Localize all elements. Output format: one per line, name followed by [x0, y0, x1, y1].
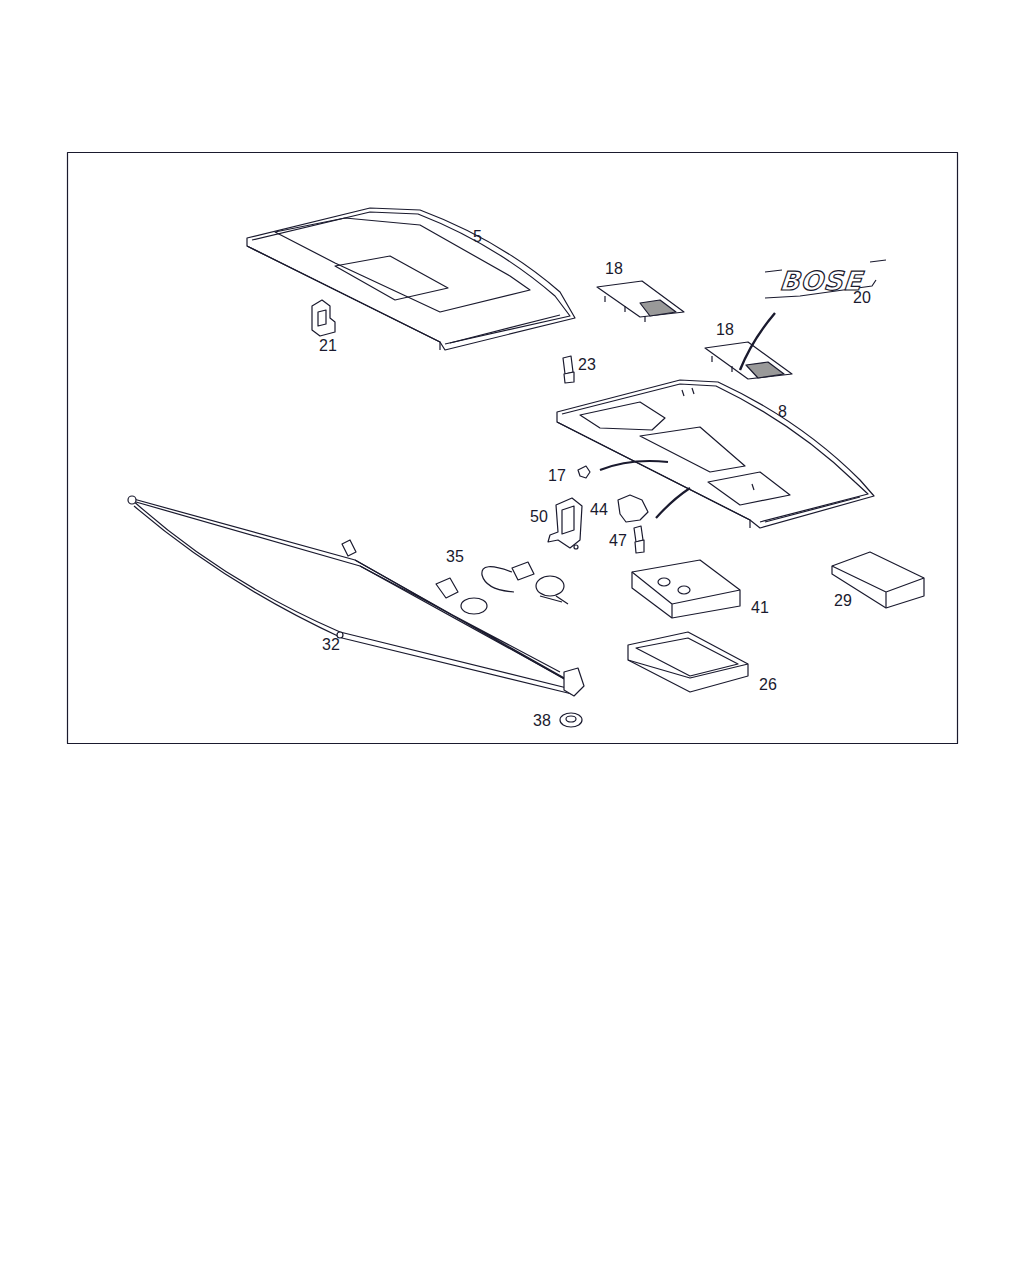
callout-number: 18 — [716, 322, 734, 338]
speaker-grille — [597, 281, 684, 322]
callout-number: 23 — [578, 357, 596, 373]
part-outline — [574, 545, 578, 549]
part-outline — [564, 668, 584, 696]
callout-number: 41 — [751, 600, 769, 616]
clip — [312, 300, 335, 336]
callout-number: 17 — [548, 468, 566, 484]
part-outline — [832, 566, 924, 608]
callout-number: 18 — [605, 261, 623, 277]
part-outline — [536, 576, 564, 596]
part-outline — [563, 356, 573, 374]
part-outline — [312, 300, 335, 336]
parcel-shelf — [247, 208, 575, 350]
part-outline — [342, 540, 356, 556]
part-outline — [562, 384, 868, 522]
part-outline — [252, 212, 570, 344]
part-outline — [247, 208, 575, 350]
part-outline — [634, 526, 643, 542]
callout-number: 47 — [609, 533, 627, 549]
callout-number: 50 — [530, 509, 548, 525]
parcel-shelf — [557, 380, 874, 528]
part-outline — [136, 502, 574, 684]
part-outline — [628, 632, 748, 692]
part-outline — [656, 488, 690, 518]
callout-number: 35 — [446, 549, 464, 565]
part-outline — [450, 315, 560, 343]
part-outline — [597, 281, 684, 317]
box-insert — [832, 552, 924, 608]
badge — [740, 260, 886, 370]
part-outline — [318, 310, 326, 326]
tray — [628, 632, 748, 692]
box-insert — [632, 560, 740, 618]
fastener — [634, 526, 644, 553]
part-outline — [765, 497, 860, 522]
part-outline — [640, 300, 676, 316]
part-outline — [658, 578, 670, 586]
part-outline — [746, 362, 784, 378]
part-outline — [632, 572, 740, 618]
part-outline — [128, 496, 136, 504]
clip — [578, 466, 590, 478]
speaker-grille — [705, 342, 792, 379]
part-outline — [562, 506, 574, 534]
part-outline — [632, 560, 740, 618]
part-outline — [705, 342, 792, 379]
part-outline — [548, 498, 582, 548]
part-outline — [557, 422, 750, 528]
part-outline — [564, 372, 574, 383]
part-outline — [832, 552, 924, 608]
part-outline — [247, 246, 440, 350]
callout-number: 32 — [322, 637, 340, 653]
part-outline — [461, 598, 487, 614]
part-outline — [635, 540, 644, 553]
callout-number: 5 — [473, 229, 482, 245]
bracket — [548, 498, 582, 549]
part-outline — [708, 472, 790, 505]
part-outline — [540, 596, 568, 604]
callout-number: 38 — [533, 713, 551, 729]
part-outline — [682, 388, 754, 490]
part-outline — [600, 461, 668, 470]
fastener — [563, 356, 574, 383]
part-outline — [628, 660, 748, 678]
part-outline — [335, 256, 448, 300]
roller-blind-frame — [128, 496, 584, 696]
part-outline — [68, 153, 958, 744]
clip — [618, 495, 648, 522]
part-outline — [355, 560, 575, 684]
part-outline — [340, 632, 575, 694]
part-outline — [557, 380, 874, 528]
part-outline — [482, 567, 514, 592]
part-outline — [130, 498, 580, 688]
part-outline — [712, 356, 732, 372]
part-outline — [134, 506, 342, 638]
part-outline — [678, 586, 690, 594]
callout-number: 29 — [834, 593, 852, 609]
callout-number: 26 — [759, 677, 777, 693]
part-outline — [130, 498, 340, 632]
part-outline — [560, 713, 582, 727]
callout-number: 8 — [778, 404, 787, 420]
part-outline — [580, 402, 665, 430]
part-outline — [740, 313, 775, 370]
callout-number: 20 — [853, 290, 871, 306]
lamp-cable — [482, 562, 568, 604]
part-outline — [275, 218, 530, 312]
part-outline — [512, 562, 534, 580]
part-outline — [566, 716, 576, 722]
grommet — [560, 713, 582, 727]
part-outline — [436, 578, 458, 598]
part-outline — [605, 296, 645, 322]
callout-number: 21 — [319, 338, 337, 354]
part-outline — [640, 427, 745, 472]
callout-number: 44 — [590, 502, 608, 518]
